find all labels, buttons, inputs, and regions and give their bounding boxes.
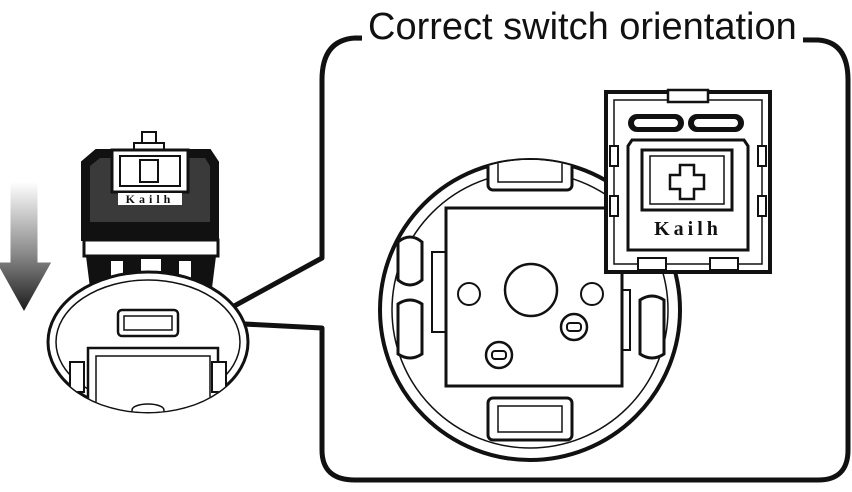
left-switch-brand: Kailh bbox=[126, 192, 175, 206]
small-socket-lens bbox=[46, 270, 250, 414]
detail-switch-brand: Kailh bbox=[654, 218, 722, 240]
left-switch: Kailh bbox=[81, 131, 220, 288]
detail-switch: Kailh bbox=[604, 88, 772, 274]
down-arrow-icon bbox=[0, 181, 53, 314]
diagram-caption: Correct switch orientation bbox=[362, 8, 803, 46]
